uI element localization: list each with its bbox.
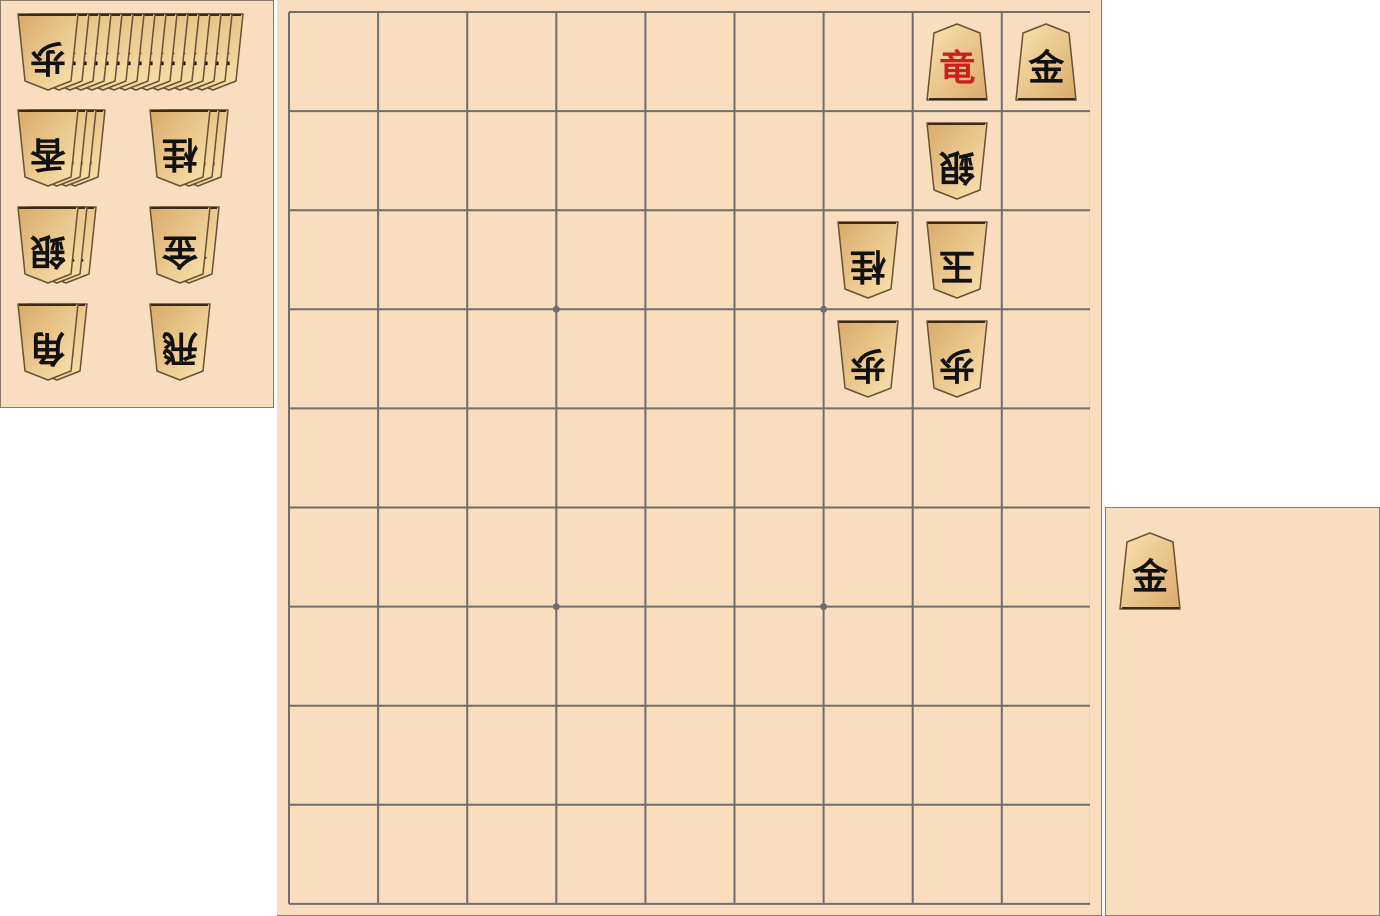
piece-kanji: 歩	[30, 37, 67, 79]
hand-piece[interactable]: 金	[149, 206, 211, 284]
piece-shape	[17, 13, 79, 91]
hand-piece[interactable]: 香	[17, 109, 79, 187]
hoshi-dot	[820, 305, 828, 313]
king-piece[interactable]: 玉	[926, 221, 988, 299]
piece-shape	[149, 109, 211, 187]
piece-kanji: 銀	[939, 145, 976, 188]
hoshi-dot	[552, 603, 560, 611]
hand-piece[interactable]: 飛	[149, 303, 211, 381]
pawn-piece[interactable]: 歩	[837, 320, 899, 398]
hoshi-dot	[820, 603, 828, 611]
piece-shape	[17, 109, 79, 187]
piece-shape	[17, 303, 79, 381]
piece-kanji: 香	[30, 133, 67, 175]
piece-shape	[837, 221, 899, 299]
gold-piece[interactable]: 金	[1015, 22, 1078, 101]
hand-piece[interactable]: 桂	[149, 109, 211, 187]
hand-piece[interactable]: 金	[1119, 532, 1181, 610]
piece-shape	[926, 221, 988, 299]
piece-kanji: 角	[30, 327, 67, 369]
gote-piece-stand[interactable]: 歩歩歩歩歩歩歩歩歩歩歩歩歩歩歩歩香香香香桂桂桂銀銀銀金金角角飛	[0, 0, 274, 408]
piece-kanji: 金	[162, 230, 199, 272]
piece-shape	[926, 320, 988, 398]
piece-kanji: 玉	[939, 244, 976, 287]
piece-kanji: 銀	[30, 230, 67, 272]
piece-kanji: 金	[1131, 556, 1168, 598]
hand-piece[interactable]: 歩	[17, 13, 79, 91]
silver-piece[interactable]: 銀	[926, 121, 988, 200]
piece-shape	[149, 206, 211, 284]
board-grid	[288, 11, 1090, 905]
piece-shape	[926, 121, 988, 200]
piece-shape	[1015, 22, 1078, 101]
shogi-board[interactable]: 竜 金銀桂 玉歩 歩	[277, 0, 1102, 916]
piece-kanji: 飛	[162, 327, 199, 369]
hand-piece[interactable]: 角	[17, 303, 79, 381]
piece-shape	[837, 320, 899, 398]
piece-kanji: 桂	[850, 244, 887, 287]
hand-piece[interactable]: 銀	[17, 206, 79, 284]
piece-kanji: 歩	[850, 343, 887, 386]
piece-shape	[149, 303, 211, 381]
hoshi-dot	[552, 305, 560, 313]
pawn-piece[interactable]: 歩	[926, 320, 988, 398]
knight-piece[interactable]: 桂	[837, 221, 899, 299]
piece-shape	[926, 22, 988, 101]
piece-kanji: 桂	[162, 133, 199, 175]
dragon-piece[interactable]: 竜	[926, 22, 988, 101]
piece-kanji: 歩	[939, 343, 976, 386]
piece-kanji: 竜	[939, 46, 976, 89]
sente-piece-stand[interactable]: 金	[1105, 507, 1380, 916]
piece-shape	[1119, 532, 1181, 610]
piece-shape	[17, 206, 79, 284]
piece-kanji: 金	[1028, 46, 1065, 89]
